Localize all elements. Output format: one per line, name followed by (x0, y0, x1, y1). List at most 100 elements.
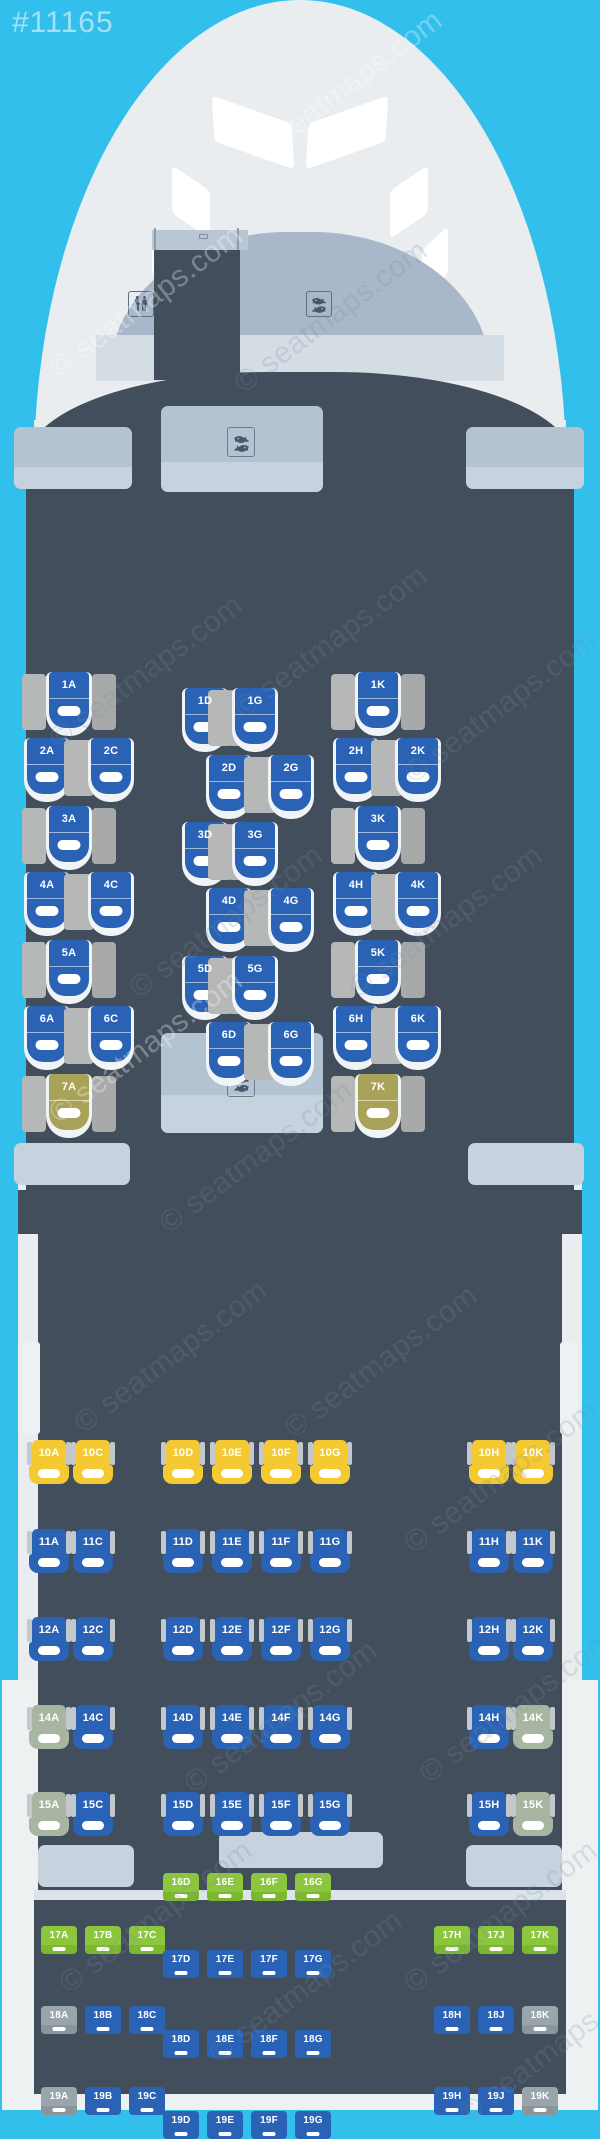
seat-14C[interactable]: 14C (71, 1705, 115, 1749)
seat-10G[interactable]: 10G (308, 1440, 352, 1484)
seat-17K[interactable]: 17K (522, 1926, 558, 1954)
seat-11C[interactable]: 11C (71, 1529, 115, 1573)
seat-15K[interactable]: 15K (511, 1792, 555, 1836)
seat-18E[interactable]: 18E (207, 2030, 243, 2058)
seat-17B[interactable]: 17B (85, 1926, 121, 1954)
seat-10C[interactable]: 10C (71, 1440, 115, 1484)
seat-18F[interactable]: 18F (251, 2030, 287, 2058)
seat-15C[interactable]: 15C (71, 1792, 115, 1836)
seat-19G[interactable]: 19G (295, 2111, 331, 2139)
seat-4A[interactable]: 4A (24, 872, 70, 936)
seat-19H[interactable]: 19H (434, 2087, 470, 2115)
seat-19B[interactable]: 19B (85, 2087, 121, 2115)
seat-12K[interactable]: 12K (511, 1617, 555, 1661)
seat-1K[interactable]: 1K (355, 672, 401, 736)
seat-6A[interactable]: 6A (24, 1006, 70, 1070)
seat-14E[interactable]: 14E (210, 1705, 254, 1749)
seat-19K[interactable]: 19K (522, 2087, 558, 2115)
seat-19E[interactable]: 19E (207, 2111, 243, 2139)
seat-4C[interactable]: 4C (88, 872, 134, 936)
seat-2C[interactable]: 2C (88, 738, 134, 802)
seat-18G[interactable]: 18G (295, 2030, 331, 2058)
seat-17J[interactable]: 17J (478, 1926, 514, 1954)
seat-5G[interactable]: 5G (232, 956, 278, 1020)
seat-1A[interactable]: 1A (46, 672, 92, 736)
seat-2K[interactable]: 2K (395, 738, 441, 802)
seat-2G[interactable]: 2G (268, 755, 314, 819)
seat-17E[interactable]: 17E (207, 1950, 243, 1978)
seat-18B[interactable]: 18B (85, 2006, 121, 2034)
seat-12G[interactable]: 12G (308, 1617, 352, 1661)
seat-10E[interactable]: 10E (210, 1440, 254, 1484)
seat-14K[interactable]: 14K (511, 1705, 555, 1749)
seat-18J[interactable]: 18J (478, 2006, 514, 2034)
seat-18H[interactable]: 18H (434, 2006, 470, 2034)
seat-19J[interactable]: 19J (478, 2087, 514, 2115)
seat-11K[interactable]: 11K (511, 1529, 555, 1573)
seat-19A[interactable]: 19A (41, 2087, 77, 2115)
seat-18D[interactable]: 18D (163, 2030, 199, 2058)
seat-15D[interactable]: 15D (161, 1792, 205, 1836)
seat-7A[interactable]: 7A (46, 1074, 92, 1138)
seat-11A[interactable]: 11A (27, 1529, 71, 1573)
seat-2A[interactable]: 2A (24, 738, 70, 802)
seat-12F[interactable]: 12F (259, 1617, 303, 1661)
seat-17H[interactable]: 17H (434, 1926, 470, 1954)
exit-door-left[interactable] (22, 1342, 40, 1434)
seat-19F[interactable]: 19F (251, 2111, 287, 2139)
seat-5K[interactable]: 5K (355, 940, 401, 1004)
seat-6H[interactable]: 6H (333, 1006, 379, 1070)
seat-14A[interactable]: 14A (27, 1705, 71, 1749)
seat-12D[interactable]: 12D (161, 1617, 205, 1661)
seat-16G[interactable]: 16G (295, 1873, 331, 1901)
seat-19C[interactable]: 19C (129, 2087, 165, 2115)
seat-14D[interactable]: 14D (161, 1705, 205, 1749)
seat-5D[interactable]: 5D (182, 956, 228, 1020)
seat-15F[interactable]: 15F (259, 1792, 303, 1836)
seat-12E[interactable]: 12E (210, 1617, 254, 1661)
seat-11F[interactable]: 11F (259, 1529, 303, 1573)
seat-14G[interactable]: 14G (308, 1705, 352, 1749)
seat-15A[interactable]: 15A (27, 1792, 71, 1836)
seat-17D[interactable]: 17D (163, 1950, 199, 1978)
seat-12A[interactable]: 12A (27, 1617, 71, 1661)
seat-17C[interactable]: 17C (129, 1926, 165, 1954)
seat-3G[interactable]: 3G (232, 822, 278, 886)
seat-15G[interactable]: 15G (308, 1792, 352, 1836)
seat-10H[interactable]: 10H (467, 1440, 511, 1484)
seat-18K[interactable]: 18K (522, 2006, 558, 2034)
seat-3A[interactable]: 3A (46, 806, 92, 870)
seat-16E[interactable]: 16E (207, 1873, 243, 1901)
seat-10F[interactable]: 10F (259, 1440, 303, 1484)
seat-6C[interactable]: 6C (88, 1006, 134, 1070)
seat-19D[interactable]: 19D (163, 2111, 199, 2139)
seat-16F[interactable]: 16F (251, 1873, 287, 1901)
seat-12C[interactable]: 12C (71, 1617, 115, 1661)
seat-11D[interactable]: 11D (161, 1529, 205, 1573)
seat-10A[interactable]: 10A (27, 1440, 71, 1484)
seat-5A[interactable]: 5A (46, 940, 92, 1004)
seat-17A[interactable]: 17A (41, 1926, 77, 1954)
seat-3K[interactable]: 3K (355, 806, 401, 870)
seat-11E[interactable]: 11E (210, 1529, 254, 1573)
seat-16D[interactable]: 16D (163, 1873, 199, 1901)
seat-12H[interactable]: 12H (467, 1617, 511, 1661)
seat-1G[interactable]: 1G (232, 688, 278, 752)
exit-door-right[interactable] (560, 1342, 578, 1434)
seat-4K[interactable]: 4K (395, 872, 441, 936)
seat-15E[interactable]: 15E (210, 1792, 254, 1836)
seat-17G[interactable]: 17G (295, 1950, 331, 1978)
seat-4G[interactable]: 4G (268, 888, 314, 952)
seat-11H[interactable]: 11H (467, 1529, 511, 1573)
seat-15H[interactable]: 15H (467, 1792, 511, 1836)
seat-18A[interactable]: 18A (41, 2006, 77, 2034)
seat-10K[interactable]: 10K (511, 1440, 555, 1484)
seat-11G[interactable]: 11G (308, 1529, 352, 1573)
seat-14H[interactable]: 14H (467, 1705, 511, 1749)
seat-10D[interactable]: 10D (161, 1440, 205, 1484)
seat-18C[interactable]: 18C (129, 2006, 165, 2034)
seat-14F[interactable]: 14F (259, 1705, 303, 1749)
seat-17F[interactable]: 17F (251, 1950, 287, 1978)
seat-6G[interactable]: 6G (268, 1022, 314, 1086)
seat-6K[interactable]: 6K (395, 1006, 441, 1070)
